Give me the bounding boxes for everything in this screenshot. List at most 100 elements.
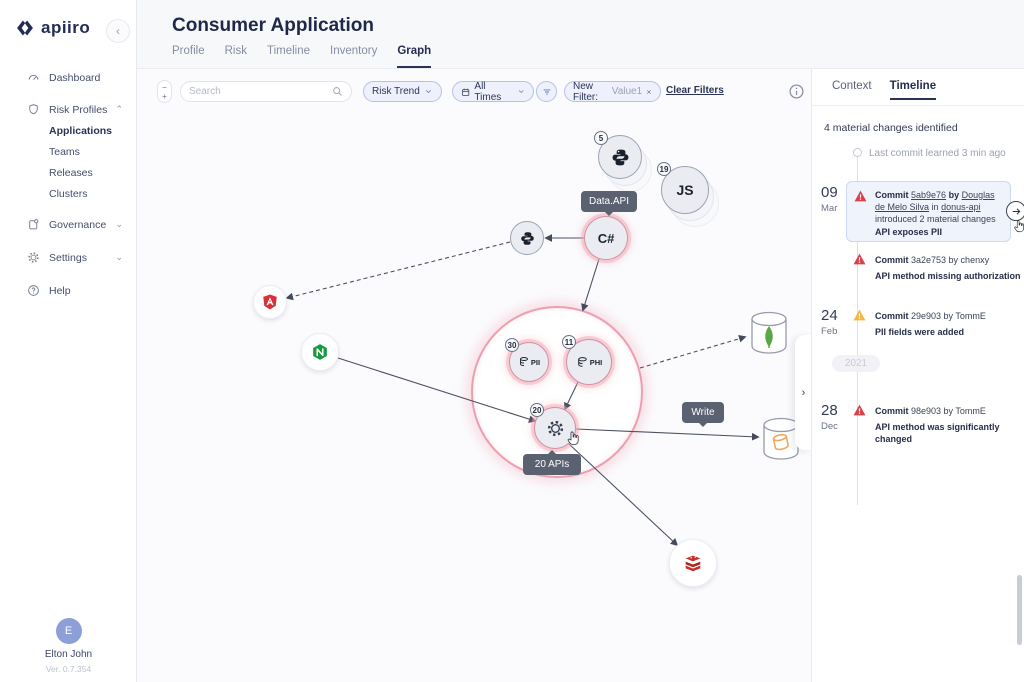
service-group-circle[interactable] (471, 306, 643, 478)
material-changes-summary: 4 material changes identified (824, 122, 958, 134)
database-icon (519, 357, 528, 366)
sidebar-item-clusters[interactable]: Clusters (49, 187, 88, 200)
user-box[interactable]: E Elton John Ver. 0.7.354 (0, 618, 137, 674)
calendar-icon (462, 88, 470, 96)
commit-repo-link[interactable]: donus-api (941, 202, 981, 212)
sidebar-item-applications[interactable]: Applications (0, 119, 137, 141)
commit-card[interactable]: Commit 5ab9e76 by Douglas de Melo Silva … (846, 181, 1011, 242)
commit-message[interactable]: Commit 29e903 by TommE (875, 311, 986, 321)
page-header: Consumer Application Profile Risk Timeli… (137, 0, 1024, 69)
search-input[interactable] (189, 86, 332, 97)
mongodb-cylinder-icon (751, 311, 787, 354)
node-python-service[interactable]: 5 (594, 131, 652, 192)
python-icon (520, 231, 534, 245)
tab-graph[interactable]: Graph (397, 45, 432, 68)
sidebar-item-teams[interactable]: Teams (49, 145, 80, 158)
question-circle-icon (28, 285, 39, 296)
node-count-badge: 20 (530, 403, 544, 417)
time-range-filter[interactable]: All Times (452, 81, 534, 103)
node-storage-bucket[interactable] (761, 416, 801, 462)
node-angular-frontend[interactable] (253, 285, 287, 319)
commit-author-link[interactable]: Douglas de Melo Silva (875, 190, 995, 212)
hand-cursor-icon (567, 431, 579, 445)
risk-trend-filter[interactable]: Risk Trend (363, 81, 442, 102)
node-pii-datastore[interactable]: PII 30 (505, 338, 549, 382)
node-redis[interactable] (669, 539, 717, 587)
node-python-service-2[interactable] (510, 221, 544, 255)
commit-message[interactable]: Commit 3a2e753 by chenxy (875, 255, 990, 265)
panel-collapse-handle[interactable]: › (795, 335, 811, 450)
graph-canvas[interactable]: − + Risk Trend All Times (137, 69, 811, 682)
logo-text: apiiro (41, 18, 91, 37)
node-mongodb[interactable] (749, 310, 789, 356)
csharp-label: C# (597, 230, 615, 246)
last-commit-label: Last commit learned 3 min ago (869, 148, 1006, 159)
tab-timeline[interactable]: Timeline (266, 45, 311, 57)
gear-icon (547, 420, 563, 436)
node-count-badge: 30 (505, 338, 519, 352)
chevron-up-icon: ⌃ (115, 104, 123, 114)
arrow-right-icon (1012, 207, 1020, 215)
commit-id-link[interactable]: 5ab9e76 (911, 190, 947, 200)
chevron-down-icon: ⌄ (115, 252, 123, 262)
chevron-down-icon (518, 90, 524, 94)
graph-edges (285, 234, 760, 547)
sidebar-item-dashboard[interactable]: Dashboard (0, 67, 137, 88)
sidebar: apiiro ‹ Dashboard Risk Profiles ⌃ Appli… (0, 0, 137, 682)
bucket-cylinder-icon (763, 417, 799, 460)
open-commit-button[interactable] (1006, 201, 1024, 221)
risk-label: API exposes PII (875, 227, 943, 237)
zoom-out-button[interactable]: − (162, 83, 167, 92)
sidebar-item-governance[interactable]: Governance ⌄ (0, 214, 137, 235)
risk-label: API method missing authorization (875, 271, 1021, 281)
gear-icon (28, 252, 39, 263)
sidebar-item-help[interactable]: Help (0, 280, 137, 301)
tab-risk[interactable]: Risk (224, 45, 247, 57)
tab-profile[interactable]: Profile (172, 45, 205, 57)
filter-button[interactable] (536, 81, 557, 102)
sidebar-item-releases[interactable]: Releases (49, 166, 93, 179)
search-box[interactable] (180, 81, 352, 102)
avatar[interactable]: E (55, 618, 82, 644)
zoom-in-button[interactable]: + (162, 92, 167, 101)
commit-message[interactable]: Commit 98e903 by TommE (875, 406, 986, 416)
commit-message: Commit 5ab9e76 by Douglas de Melo Silva … (875, 190, 996, 224)
apiiro-logo-icon (17, 20, 33, 36)
node-count-badge: 11 (562, 335, 576, 349)
clear-filters-link[interactable]: Clear Filters (666, 85, 724, 96)
gauge-icon (28, 74, 39, 80)
api-count-tooltip: 20 APIs (523, 450, 581, 475)
sidebar-collapse-button[interactable]: ‹ (106, 19, 130, 43)
sidebar-item-risk-profiles[interactable]: Risk Profiles ⌃ (0, 99, 137, 120)
shield-icon (29, 104, 38, 115)
risk-warning-icon (853, 253, 866, 265)
close-icon[interactable] (646, 88, 652, 96)
tab-inventory[interactable]: Inventory (330, 45, 378, 57)
scrollbar[interactable] (1017, 575, 1022, 645)
sidebar-item-settings[interactable]: Settings ⌄ (0, 247, 137, 268)
phi-label: PHI (589, 357, 603, 367)
tab-timeline[interactable]: Timeline (889, 80, 937, 100)
node-nginx[interactable] (301, 333, 339, 371)
logo: apiiro (15, 18, 90, 38)
data-api-tooltip: Data.API (581, 191, 637, 216)
risk-warning-icon (854, 190, 867, 202)
node-javascript-service[interactable]: JS 19 (657, 162, 719, 227)
search-icon (333, 87, 342, 96)
chevron-down-icon: ⌄ (115, 219, 123, 229)
node-csharp-service[interactable]: C# (584, 216, 628, 260)
page-tabs: Profile Risk Timeline Inventory Graph (172, 45, 432, 68)
applied-filter-chip[interactable]: New Filter: Value1 (564, 81, 661, 103)
js-label: JS (676, 182, 694, 198)
tab-context[interactable]: Context (832, 80, 872, 92)
node-phi-datastore[interactable]: PHI 11 (562, 335, 612, 385)
risk-label: API method was significantly changed (875, 422, 1000, 444)
zoom-control[interactable]: − + (157, 80, 172, 103)
pii-label: PII (530, 357, 541, 367)
node-count-badge: 19 (657, 162, 671, 176)
write-tooltip: Write (682, 402, 724, 427)
info-icon[interactable] (788, 83, 805, 100)
redis-icon (685, 555, 701, 572)
year-divider: 2021 (832, 355, 880, 372)
